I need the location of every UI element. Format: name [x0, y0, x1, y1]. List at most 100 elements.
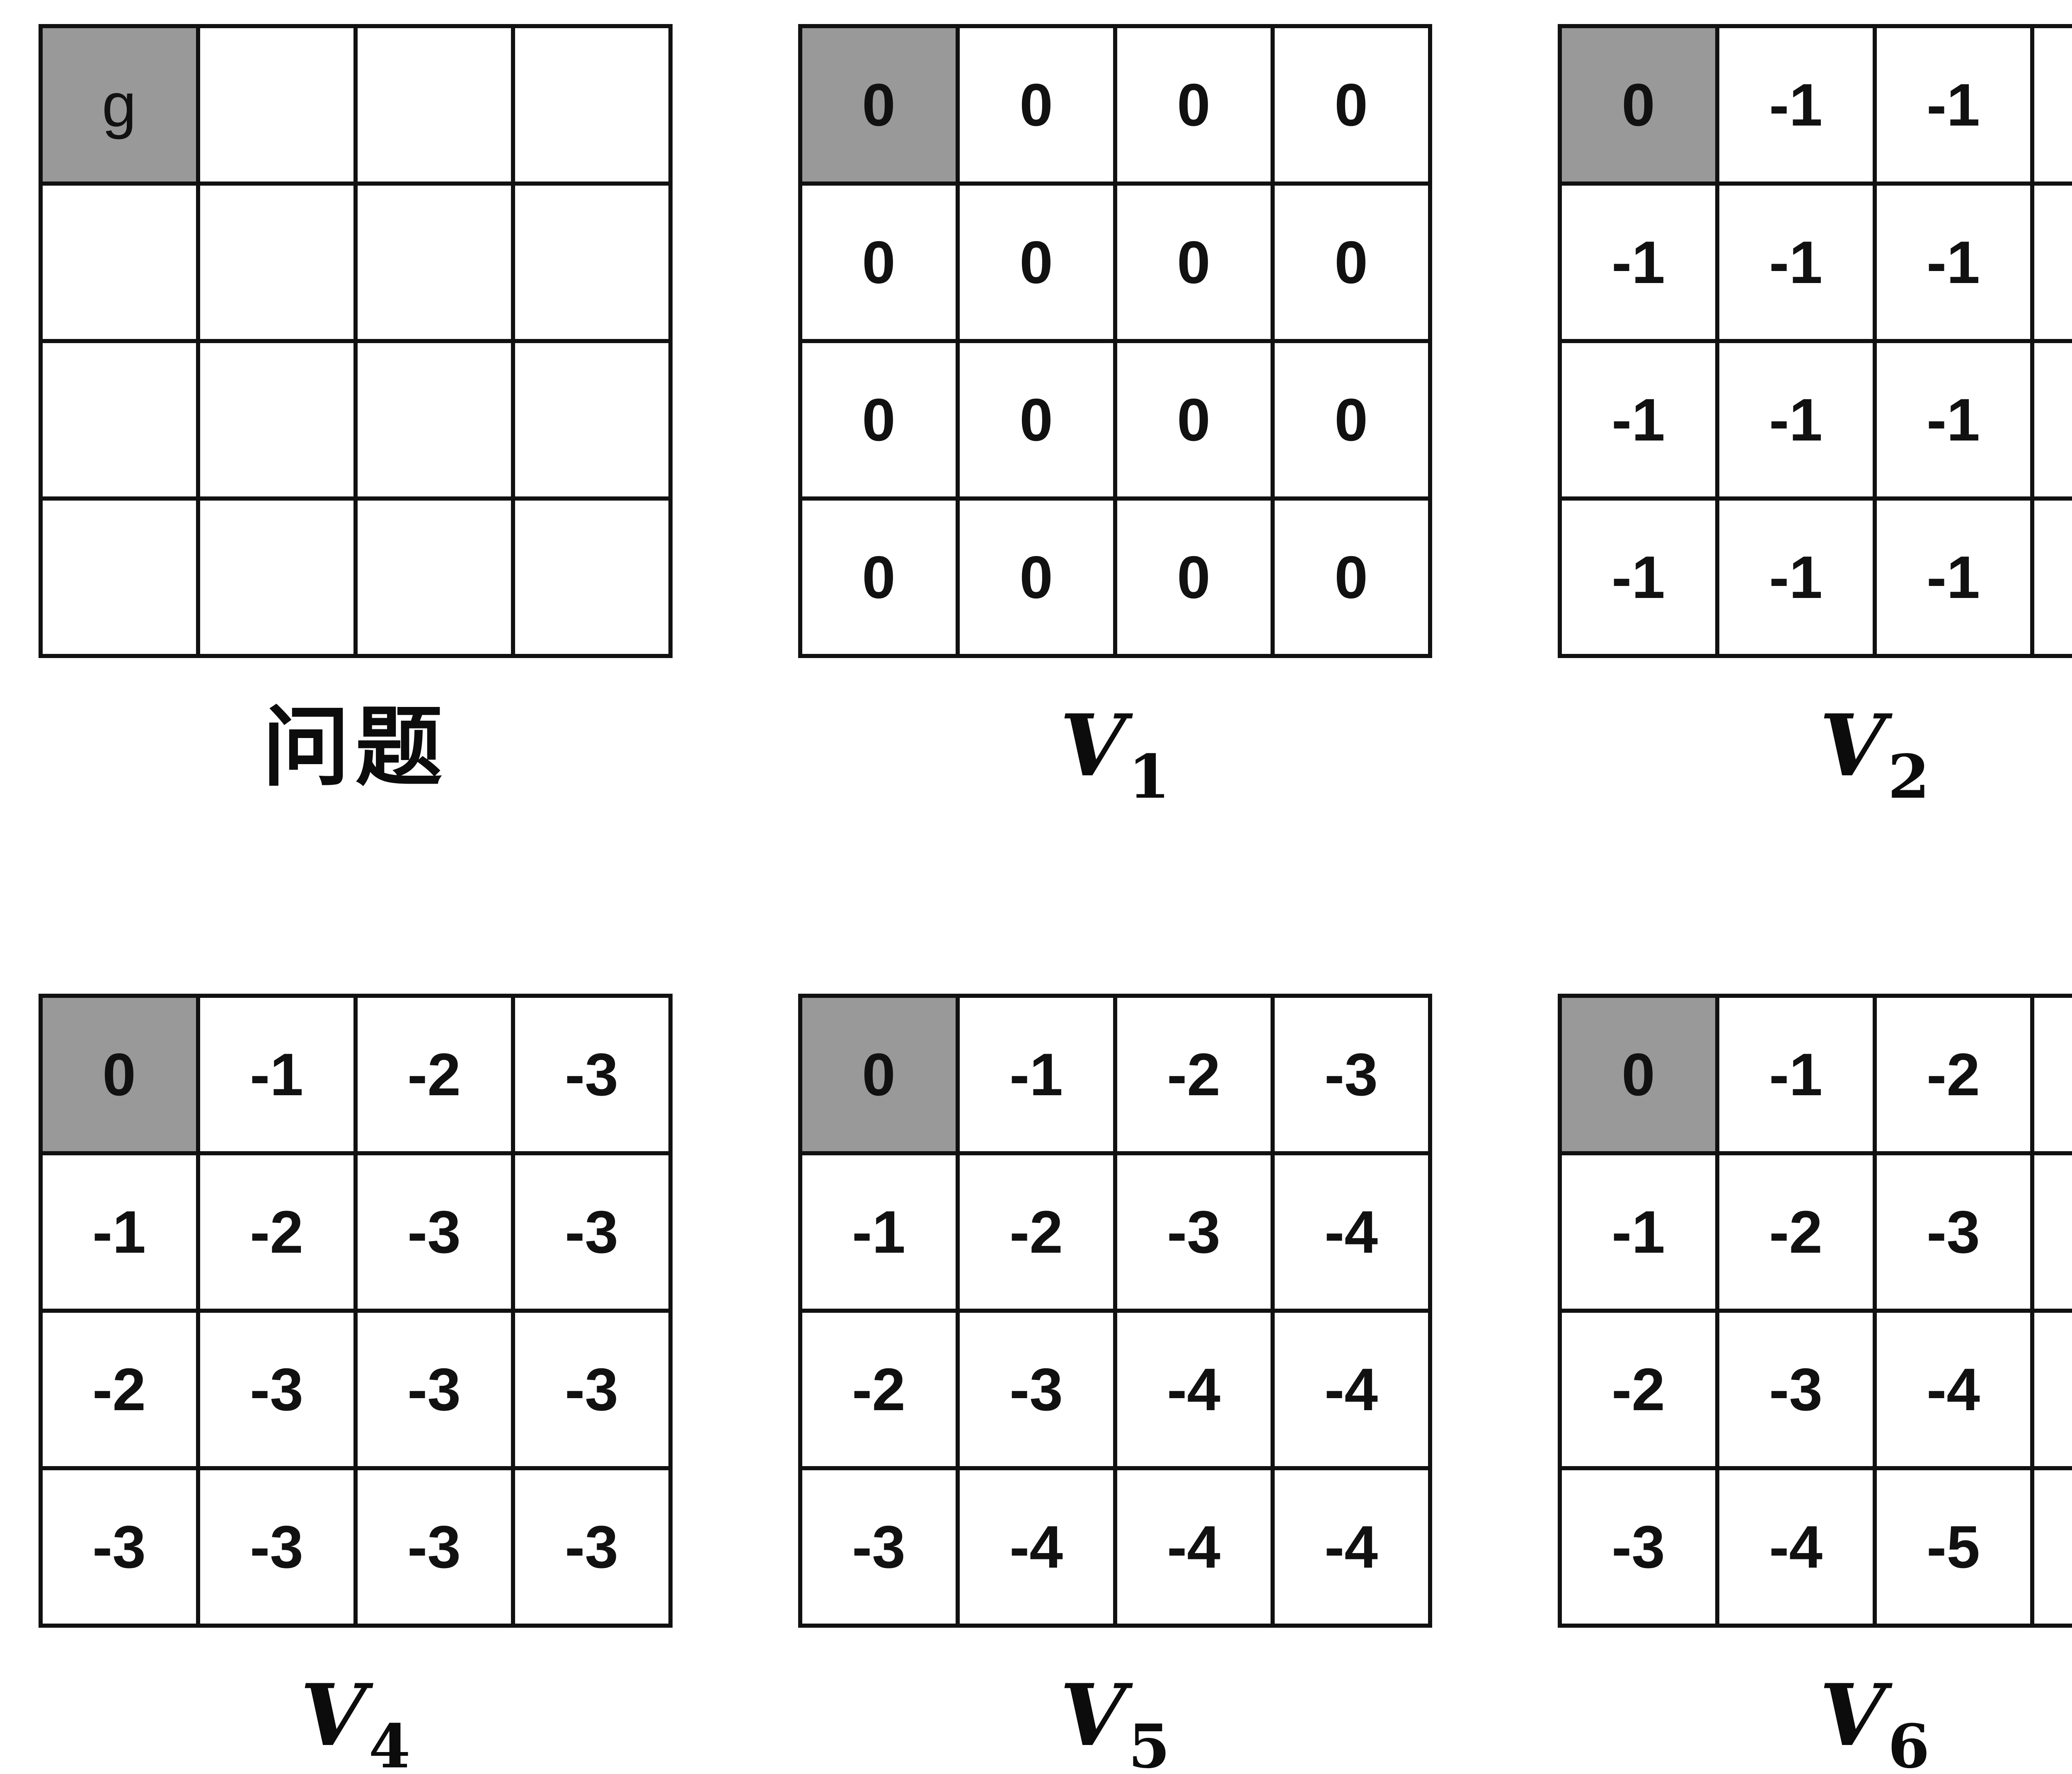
grid-cell: -5 [2034, 1470, 2072, 1624]
grid-cell: -1 [1876, 343, 2030, 496]
grid-cell: 0 [959, 186, 1113, 339]
caption-text: V [300, 1666, 366, 1765]
grid-cell [515, 501, 668, 654]
grid-cell: -3 [1719, 1313, 1873, 1466]
grid-cell: -3 [515, 1155, 668, 1309]
grid-cell: 0 [959, 501, 1113, 654]
panel-V2: 0-1-1-1-1-1-1-1-1-1-1-1-1-1-1-1 V2 [1557, 24, 2072, 808]
grid-cell: -1 [1561, 343, 1715, 496]
grid-cell: -3 [42, 1470, 196, 1624]
grid-V6: 0-1-2-3-1-2-3-4-2-3-4-5-3-4-5-5 [1557, 994, 2072, 1628]
caption-subscript: 5 [1128, 1711, 1170, 1774]
grid-cell: -3 [515, 1470, 668, 1624]
goal-cell: 0 [1561, 998, 1715, 1151]
grid-cell: -1 [1719, 501, 1873, 654]
grid-cell: -5 [1876, 1470, 2030, 1624]
grid-cell: -4 [1719, 1470, 1873, 1624]
grid-cell: -2 [1117, 998, 1271, 1151]
grid-cell: -2 [1719, 1155, 1873, 1309]
grid-cell [200, 186, 353, 339]
grid-cell [200, 28, 353, 182]
grid-cell: -3 [357, 1470, 511, 1624]
grid-cell [357, 501, 511, 654]
grid-cell: -5 [2034, 1313, 2072, 1466]
grid-cell: -1 [2034, 343, 2072, 496]
grid-cell: -4 [1274, 1470, 1428, 1624]
grid-cell: 0 [1274, 343, 1428, 496]
grid-cell: -2 [1876, 998, 2030, 1151]
grid-cell: -1 [1561, 186, 1715, 339]
grid-cell [515, 186, 668, 339]
grid-cell: -1 [1719, 186, 1873, 339]
grid-cell: -3 [357, 1313, 511, 1466]
grid-cell [42, 501, 196, 654]
grid-cell: -1 [1719, 28, 1873, 182]
grid-cell: -4 [1876, 1313, 2030, 1466]
panel-problem: g 问题 [38, 24, 673, 797]
grid-cell: -1 [1561, 501, 1715, 654]
goal-cell: 0 [802, 998, 956, 1151]
grid-cell: -1 [2034, 186, 2072, 339]
grid-cell: -1 [1561, 1155, 1715, 1309]
grid-cell [515, 343, 668, 496]
grid-cell: -3 [515, 1313, 668, 1466]
grid-cell [515, 28, 668, 182]
grid-cell: -3 [1274, 998, 1428, 1151]
caption-subscript: 4 [368, 1711, 411, 1774]
grid-cell: 0 [1274, 186, 1428, 339]
caption-subscript: 1 [1128, 741, 1170, 812]
grid-V2: 0-1-1-1-1-1-1-1-1-1-1-1-1-1-1-1 [1557, 24, 2072, 658]
grid-cell: -2 [802, 1313, 956, 1466]
grid-cell: 0 [1274, 501, 1428, 654]
grid-cell: -3 [802, 1470, 956, 1624]
grid-cell: -1 [1876, 28, 2030, 182]
grid-cell: -3 [959, 1313, 1113, 1466]
grid-cell: 0 [1117, 501, 1271, 654]
grid-problem: g [38, 24, 673, 658]
grid-cell: -4 [1117, 1470, 1271, 1624]
caption-text: V [1819, 696, 1886, 796]
grid-cell: -1 [1876, 501, 2030, 654]
grid-cell: -2 [1561, 1313, 1715, 1466]
grid-V4: 0-1-2-3-1-2-3-3-2-3-3-3-3-3-3-3 [38, 994, 673, 1628]
grid-cell: -1 [802, 1155, 956, 1309]
grid-cell [42, 186, 196, 339]
grid-cell: -3 [1561, 1470, 1715, 1624]
grid-cell: -1 [1719, 998, 1873, 1151]
grid-cell: -1 [2034, 28, 2072, 182]
grid-cell: -2 [42, 1313, 196, 1466]
grid-cell [357, 28, 511, 182]
grid-cell: -1 [2034, 501, 2072, 654]
goal-cell: g [42, 28, 196, 182]
grid-cell: 0 [802, 501, 956, 654]
panel-caption: 问题 [262, 701, 448, 797]
caption-text: V [1819, 1666, 1886, 1765]
grid-cell: 0 [1117, 343, 1271, 496]
grid-cell: -1 [1876, 186, 2030, 339]
grid-cell: -2 [200, 1155, 353, 1309]
grid-cell: -4 [1117, 1313, 1271, 1466]
grid-cell: -3 [1117, 1155, 1271, 1309]
caption-text: V [1060, 696, 1126, 796]
grid-V5: 0-1-2-3-1-2-3-4-2-3-4-4-3-4-4-4 [798, 994, 1432, 1628]
goal-cell: 0 [1561, 28, 1715, 182]
grid-cell: -3 [515, 998, 668, 1151]
grid-cell [42, 343, 196, 496]
grid-cell: 0 [1274, 28, 1428, 182]
panel-V6: 0-1-2-3-1-2-3-4-2-3-4-5-3-4-5-5 V6 [1557, 994, 2072, 1774]
grid-cell: -1 [1719, 343, 1873, 496]
grid-cell: -4 [2034, 1155, 2072, 1309]
grid-cell: 0 [959, 343, 1113, 496]
grid-cell: -1 [959, 998, 1113, 1151]
goal-cell: 0 [42, 998, 196, 1151]
